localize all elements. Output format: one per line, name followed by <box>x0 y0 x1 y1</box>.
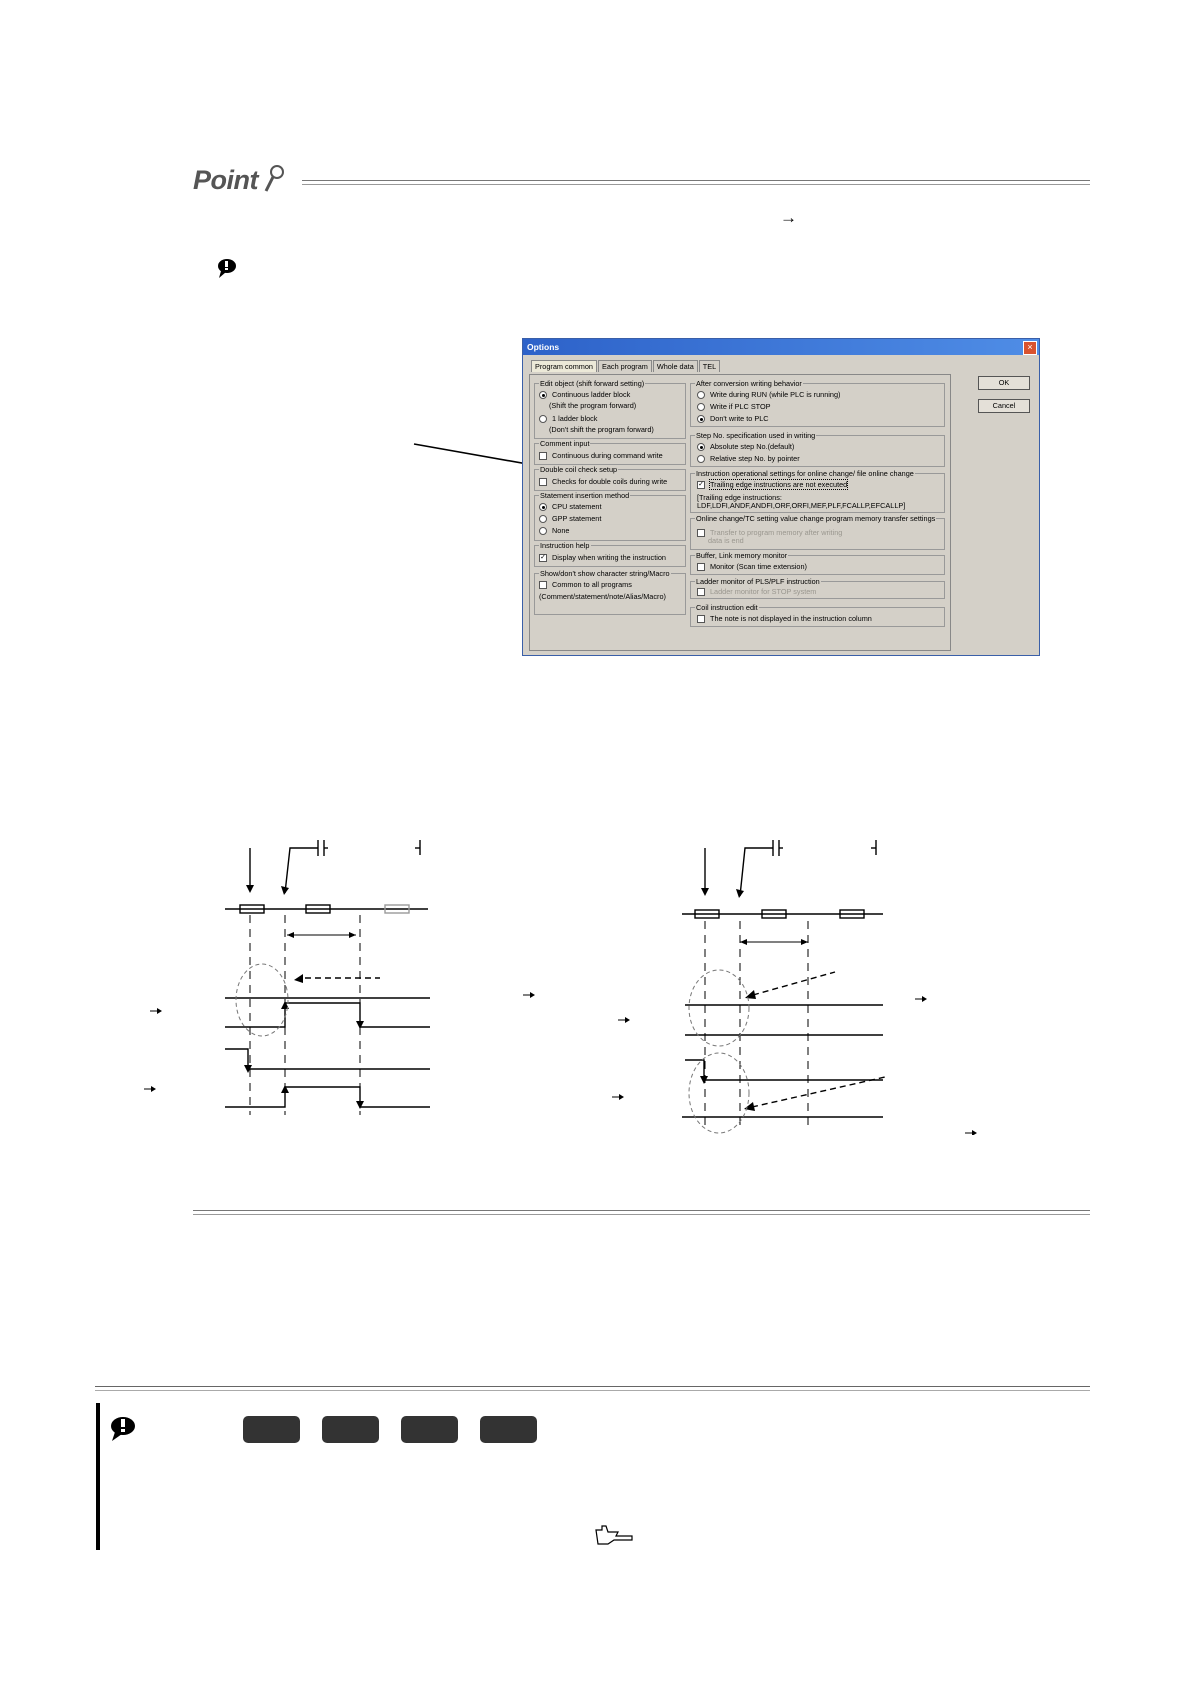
note-icon <box>111 1417 135 1441</box>
cpu-badge-2 <box>322 1416 379 1443</box>
group-instruction-help: Instruction help ✓Display when writing t… <box>534 541 686 567</box>
group-edit-object: Edit object (shift forward setting) Cont… <box>534 379 686 439</box>
cpu-badge-3 <box>401 1416 458 1443</box>
check-display-instruction[interactable]: ✓Display when writing the instruction <box>539 553 666 563</box>
check-ladder-stop[interactable]: Ladder monitor for STOP system <box>697 587 816 597</box>
group-buffer: Buffer, Link memory monitor Monitor (Sca… <box>690 551 945 575</box>
group-step-no: Step No. specification used in writing A… <box>690 431 945 467</box>
label-dont-shift: (Don't shift the program forward) <box>549 425 654 434</box>
radio-relative-step[interactable]: Relative step No. by pointer <box>697 454 800 464</box>
check-double-coils[interactable]: Checks for double coils during write <box>539 477 667 487</box>
radio-dont-write[interactable]: Don't write to PLC <box>697 414 769 424</box>
point-logo: Point <box>193 165 259 196</box>
check-note-not-displayed[interactable]: The note is not displayed in the instruc… <box>697 614 872 624</box>
label-comment-statement: (Comment/statement/note/Alias/Macro) <box>539 592 666 601</box>
ok-button[interactable]: OK <box>978 376 1030 390</box>
label-trailing-edge-instr: LDF,LDFI,ANDF,ANDFI,ORF,ORFI,MEF,PLF,FCA… <box>697 501 906 510</box>
dialog-titlebar: Options <box>523 339 1039 355</box>
radio-write-if-stop[interactable]: Write if PLC STOP <box>697 402 771 412</box>
tab-panel: Edit object (shift forward setting) Cont… <box>529 374 951 651</box>
check-monitor-scan[interactable]: Monitor (Scan time extension) <box>697 562 807 572</box>
timing-diagram-right <box>612 840 977 1135</box>
radio-gpp-statement[interactable]: GPP statement <box>539 514 601 524</box>
group-show-string: Show/don't show character string/Macro C… <box>534 569 686 615</box>
radio-cpu-statement[interactable]: CPU statement <box>539 502 601 512</box>
magnifier-icon <box>264 165 284 192</box>
tab-each-program[interactable]: Each program <box>598 360 652 372</box>
point-logo-text: Point <box>193 165 259 195</box>
group-instruction-operational: Instruction operational settings for onl… <box>690 469 945 513</box>
note-side-bar <box>96 1403 100 1550</box>
radio-write-during-run[interactable]: Write during RUN (while PLC is running) <box>697 390 840 400</box>
note-icon <box>218 259 236 278</box>
radio-one-ladder[interactable]: 1 ladder block <box>539 414 597 424</box>
group-coil-edit: Coil instruction edit The note is not di… <box>690 603 945 627</box>
tab-whole-data[interactable]: Whole data <box>652 360 698 372</box>
arrow-right-glyph: → <box>780 208 797 227</box>
section-rule <box>95 1386 1090 1391</box>
check-continuous-command[interactable]: Continuous during command write <box>539 451 663 461</box>
timing-diagram-left <box>144 840 535 1115</box>
tab-tel[interactable]: TEL <box>698 360 721 372</box>
point-bottom-rule <box>193 1210 1090 1215</box>
tab-program-common[interactable]: Program common <box>531 360 597 372</box>
point-rule <box>302 180 1090 185</box>
radio-none[interactable]: None <box>539 526 569 536</box>
pointing-hand-icon <box>595 1525 633 1545</box>
cancel-button[interactable]: Cancel <box>978 399 1030 413</box>
label-trailing-edge-list: [Trailing edge instructions: <box>697 493 782 502</box>
group-statement: Statement insertion method CPU statement… <box>534 491 686 541</box>
group-double-coil: Double coil check setup Checks for doubl… <box>534 465 686 491</box>
cpu-badge-1 <box>243 1416 300 1443</box>
radio-continuous-ladder[interactable]: Continuous ladder block <box>539 390 630 400</box>
close-icon[interactable]: × <box>1023 341 1037 355</box>
group-online-change: Online change/TC setting value change pr… <box>690 514 945 550</box>
check-transfer-memory[interactable]: Transfer to program memory after writing <box>697 528 842 538</box>
check-common-programs[interactable]: Common to all programs <box>539 580 632 590</box>
radio-absolute-step[interactable]: Absolute step No.(default) <box>697 442 794 452</box>
cpu-badge-4 <box>480 1416 537 1443</box>
group-after-conversion: After conversion writing behavior Write … <box>690 379 945 427</box>
group-ladder-monitor: Ladder monitor of PLS/PLF instruction La… <box>690 577 945 599</box>
check-trailing-edge[interactable]: ✓Trailing edge instructions are not exec… <box>697 479 849 490</box>
group-comment-input: Comment input Continuous during command … <box>534 439 686 465</box>
label-shift-forward: (Shift the program forward) <box>549 401 637 410</box>
dialog-title: Options <box>527 342 560 352</box>
label-data-is-end: data is end <box>708 536 744 545</box>
